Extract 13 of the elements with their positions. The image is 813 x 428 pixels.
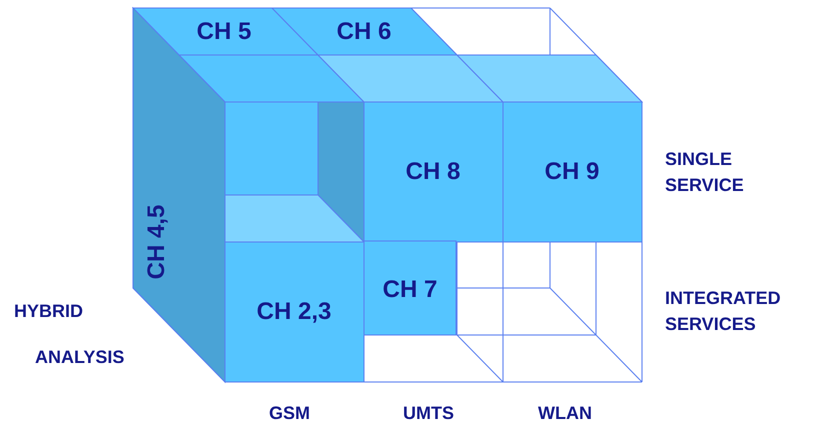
column-label: GSM — [269, 402, 310, 425]
cube-face: CH 8 — [364, 102, 503, 242]
axis-label: ANALYSIS — [35, 346, 124, 369]
column-label: UMTS — [403, 402, 454, 425]
column-label: WLAN — [538, 402, 592, 425]
row-label: SINGLE SERVICE — [665, 148, 745, 197]
cube-face: CH 2,3 — [225, 242, 364, 382]
cube-face: CH 6 — [272, 8, 457, 55]
cube-face: CH 7 — [364, 241, 456, 335]
axis-label: HYBRID — [14, 300, 84, 323]
cube-face: CH 9 — [503, 102, 642, 242]
cube-face: CH 5 — [133, 8, 318, 55]
row-label: INTEGRATED SERVICES — [665, 287, 782, 336]
